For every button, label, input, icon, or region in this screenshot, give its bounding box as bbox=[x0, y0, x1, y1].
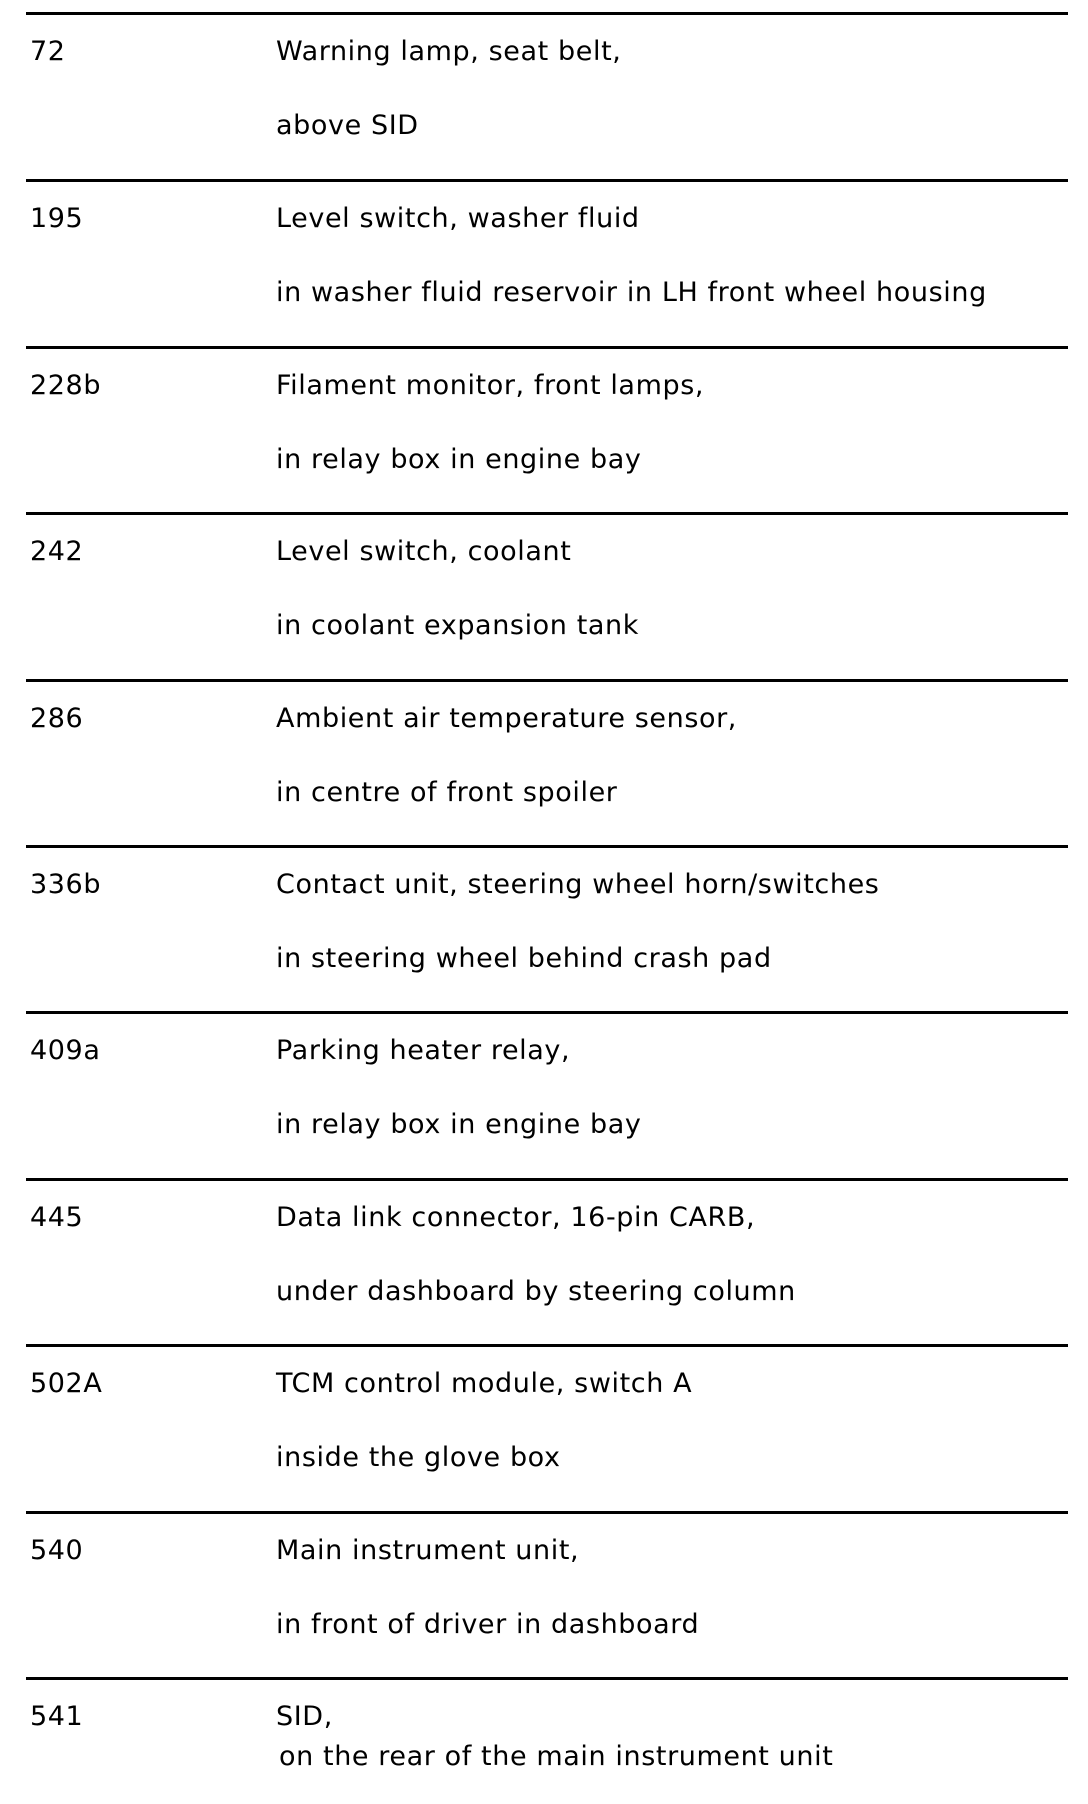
component-row: 502A TCM control module, switch A inside… bbox=[0, 1344, 1088, 1511]
row-divider bbox=[26, 679, 1068, 682]
component-code: 72 bbox=[30, 36, 66, 67]
component-code: 228b bbox=[30, 370, 102, 401]
component-description: Level switch, washer fluid bbox=[276, 203, 640, 234]
component-location: in centre of front spoiler bbox=[276, 777, 618, 808]
component-row: 72 Warning lamp, seat belt, above SID bbox=[0, 12, 1088, 179]
component-description: Main instrument unit, bbox=[276, 1535, 580, 1566]
row-divider bbox=[26, 1344, 1068, 1347]
component-code: 502A bbox=[30, 1368, 103, 1399]
component-row: 286 Ambient air temperature sensor, in c… bbox=[0, 679, 1088, 846]
component-location: inside the glove box bbox=[276, 1442, 561, 1473]
component-row: 540 Main instrument unit, in front of dr… bbox=[0, 1511, 1088, 1678]
component-code: 445 bbox=[30, 1202, 84, 1233]
row-divider bbox=[26, 1178, 1068, 1181]
component-description: Data link connector, 16-pin CARB, bbox=[276, 1202, 756, 1233]
component-description: SID, bbox=[276, 1701, 333, 1732]
component-location: in relay box in engine bay bbox=[276, 444, 642, 475]
component-location: in front of driver in dashboard bbox=[276, 1609, 700, 1640]
row-divider bbox=[26, 845, 1068, 848]
component-description: Warning lamp, seat belt, bbox=[276, 36, 622, 67]
component-description: Filament monitor, front lamps, bbox=[276, 370, 705, 401]
row-divider bbox=[26, 1011, 1068, 1014]
component-row: 541 SID, on the rear of the main instrum… bbox=[0, 1677, 1088, 1804]
component-location: above SID bbox=[276, 110, 419, 141]
component-code: 541 bbox=[30, 1701, 84, 1732]
component-code: 195 bbox=[30, 203, 84, 234]
component-location: in steering wheel behind crash pad bbox=[276, 943, 772, 974]
component-row: 228b Filament monitor, front lamps, in r… bbox=[0, 346, 1088, 513]
component-description: Ambient air temperature sensor, bbox=[276, 703, 737, 734]
component-location: in relay box in engine bay bbox=[276, 1109, 642, 1140]
component-location: in washer fluid reservoir in LH front wh… bbox=[276, 277, 987, 308]
row-divider bbox=[26, 179, 1068, 182]
component-location: on the rear of the main instrument unit bbox=[279, 1741, 834, 1772]
component-location: in coolant expansion tank bbox=[276, 610, 639, 641]
component-code: 286 bbox=[30, 703, 84, 734]
component-description: Parking heater relay, bbox=[276, 1035, 571, 1066]
component-location: under dashboard by steering column bbox=[276, 1276, 796, 1307]
component-code: 336b bbox=[30, 869, 102, 900]
component-description: Level switch, coolant bbox=[276, 536, 572, 567]
component-row: 445 Data link connector, 16-pin CARB, un… bbox=[0, 1178, 1088, 1345]
component-code: 242 bbox=[30, 536, 84, 567]
row-divider bbox=[26, 12, 1068, 15]
component-description: Contact unit, steering wheel horn/switch… bbox=[276, 869, 880, 900]
row-divider bbox=[26, 1677, 1068, 1680]
component-row: 195 Level switch, washer fluid in washer… bbox=[0, 179, 1088, 346]
row-divider bbox=[26, 1511, 1068, 1514]
row-divider bbox=[26, 512, 1068, 515]
component-code: 409a bbox=[30, 1035, 101, 1066]
row-divider bbox=[26, 346, 1068, 349]
component-row: 336b Contact unit, steering wheel horn/s… bbox=[0, 845, 1088, 1012]
component-row: 409a Parking heater relay, in relay box … bbox=[0, 1011, 1088, 1178]
component-code: 540 bbox=[30, 1535, 84, 1566]
component-row: 242 Level switch, coolant in coolant exp… bbox=[0, 512, 1088, 679]
component-description: TCM control module, switch A bbox=[276, 1368, 693, 1399]
